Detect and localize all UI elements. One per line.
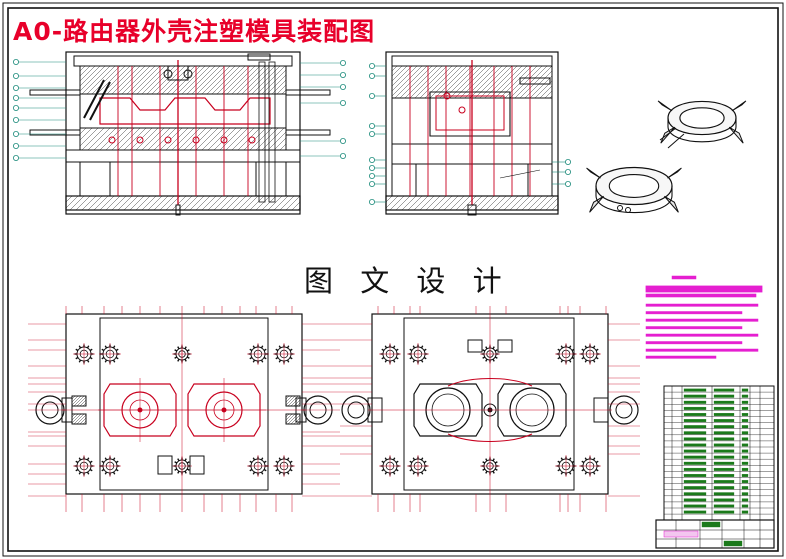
moving-half-plan-view <box>28 306 340 512</box>
side-section-view <box>368 51 572 216</box>
drawing-title: A0-路由器外壳注塑模具装配图 <box>13 17 376 46</box>
technical-notes <box>645 275 763 359</box>
watermark-text: 图 文 设 计 <box>304 264 511 298</box>
title-block <box>655 519 775 549</box>
parts-list-table <box>663 385 775 521</box>
fixed-half-plan-view <box>340 306 640 512</box>
main-section-view <box>12 51 346 216</box>
product-3d-view <box>586 100 747 214</box>
